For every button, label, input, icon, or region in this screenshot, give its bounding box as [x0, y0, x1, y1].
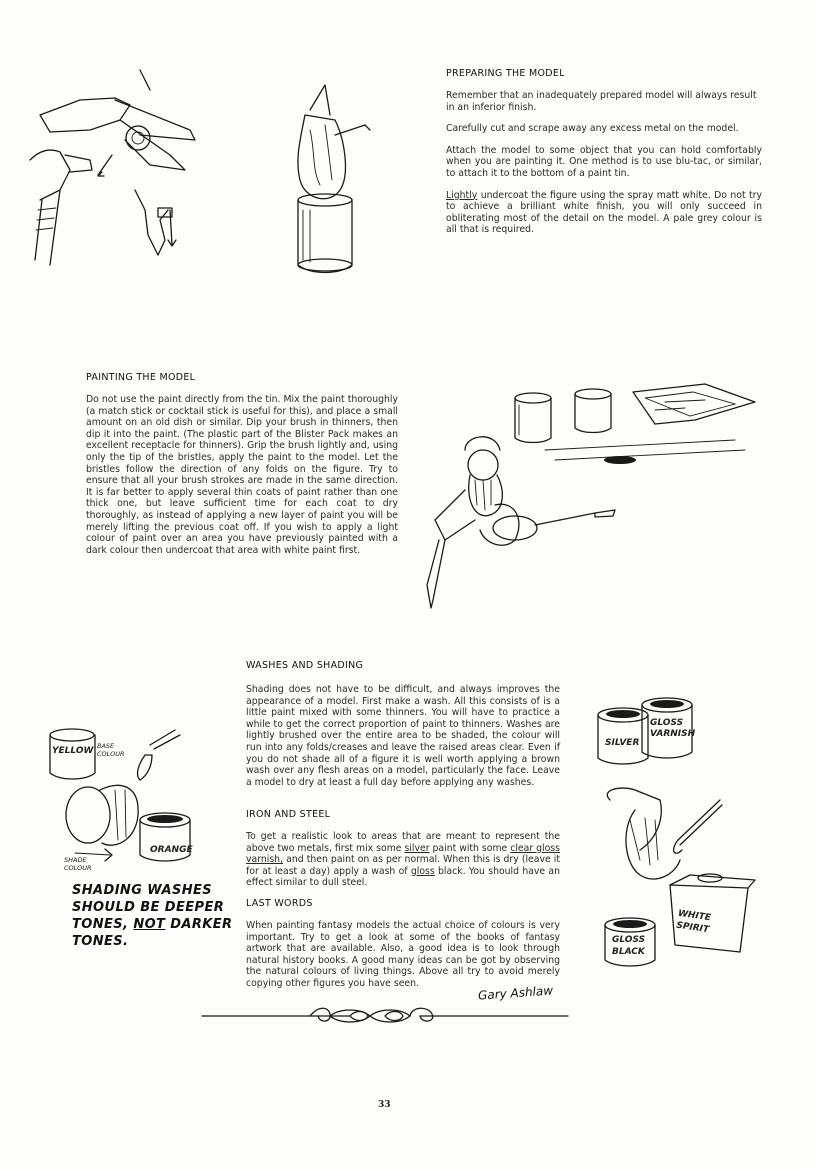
last-words-body: When painting fantasy models the actual …: [246, 920, 560, 990]
yellow-label: YELLOW: [52, 746, 94, 756]
gloss-underlined: gloss: [410, 865, 435, 877]
preparing-paragraph-1: Remember that an inadequately prepared m…: [446, 90, 757, 113]
iron-paragraph: To get a realistic look to areas that ar…: [246, 831, 560, 889]
caption-line-1: SHADING WASHES: [72, 883, 213, 898]
caption-not: NOT: [133, 917, 166, 932]
preparing-paragraph-4: Lightly undercoat the figure using the s…: [446, 190, 762, 236]
caption-line-2: SHOULD BE DEEPER: [72, 900, 225, 915]
painting-body: Do not use the paint directly from the t…: [86, 394, 398, 556]
painting-illustration: [426, 383, 756, 609]
preparing-paragraph-2: Carefully cut and scrape away any excess…: [446, 123, 739, 135]
gloss-varnish-line-2: VARNISH: [650, 729, 696, 739]
materials-illustration: [597, 697, 756, 967]
caption-darker: DARKER: [165, 917, 233, 932]
gloss-black-label: GLOSS BLACK: [612, 934, 645, 958]
caption-tones: TONES,: [72, 917, 134, 932]
iron-text-a: To get a realistic look to areas that ar…: [246, 831, 560, 854]
last-words-paragraph: When painting fantasy models the actual …: [246, 920, 560, 989]
painting-heading: PAINTING THE MODEL: [86, 372, 196, 383]
base-colour-label: BASE COLOUR: [97, 742, 125, 758]
iron-heading: IRON AND STEEL: [246, 809, 331, 820]
preparing-paragraph-3: Attach the model to some object that you…: [446, 144, 762, 179]
page-number: 33: [378, 1100, 391, 1110]
caption-line-3: TONES, NOT DARKER: [72, 916, 232, 933]
caption-line-4: TONES.: [72, 934, 129, 949]
shading-caption: SHADING WASHES SHOULD BE DEEPER TONES, N…: [72, 882, 232, 950]
gloss-varnish-label: GLOSS VARNISH: [650, 718, 695, 740]
preparing-body: Remember that an inadequately prepared m…: [446, 90, 762, 236]
orange-label: ORANGE: [150, 845, 193, 855]
gloss-black-line-1: GLOSS: [612, 935, 646, 945]
iron-text-d: black. You should have an effect similar…: [246, 865, 560, 889]
painting-paragraph: Do not use the paint directly from the t…: [86, 394, 398, 556]
washes-paragraph: Shading does not have to be difficult, a…: [246, 684, 560, 788]
preparing-paragraph-4-rest: undercoat the figure using the spray mat…: [446, 189, 762, 236]
varnish-underlined: clear gloss varnish,: [246, 842, 560, 866]
gloss-varnish-line-1: GLOSS: [650, 718, 684, 728]
shade-colour-label: SHADE COLOUR: [64, 856, 92, 872]
trimming-illustration: [29, 69, 196, 266]
preparing-heading: PREPARING THE MODEL: [446, 68, 565, 79]
last-words-heading: LAST WORDS: [246, 898, 313, 909]
decorative-divider: [201, 1007, 569, 1023]
washes-body: Shading does not have to be difficult, a…: [246, 684, 560, 788]
gloss-black-line-2: BLACK: [612, 947, 645, 957]
silver-underlined: silver: [404, 842, 430, 854]
washes-heading: WASHES AND SHADING: [246, 660, 364, 671]
iron-body: To get a realistic look to areas that ar…: [246, 831, 560, 889]
iron-text-b: paint with some: [429, 842, 511, 854]
silver-label: SILVER: [605, 738, 640, 748]
white-spirit-label: WHITE SPIRIT: [675, 908, 712, 936]
wizard-on-tin-illustration: [297, 84, 371, 274]
iron-text-c: and then paint on as per normal. When th…: [246, 854, 560, 877]
lightly-underlined: Lightly: [446, 189, 478, 201]
shading-illustration: [49, 728, 191, 862]
